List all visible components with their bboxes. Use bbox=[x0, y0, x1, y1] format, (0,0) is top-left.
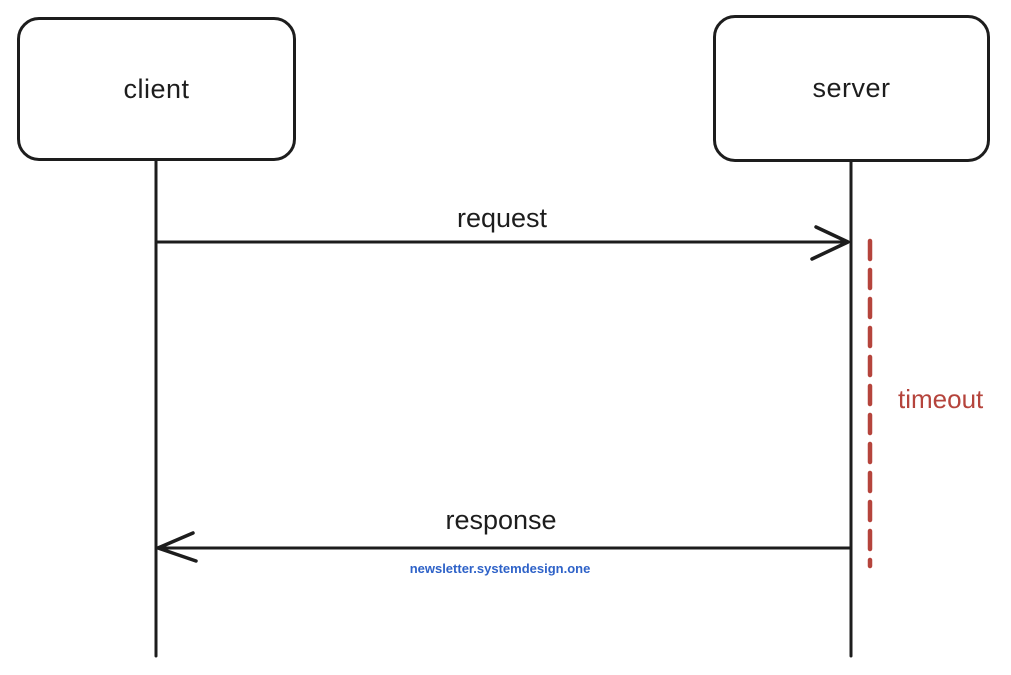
message-label-request: request bbox=[456, 203, 548, 233]
actor-label-client: client bbox=[123, 73, 190, 104]
timeout-annotation-label: timeout bbox=[898, 384, 984, 414]
message-label-response: response bbox=[445, 505, 557, 535]
actor-box-server: server bbox=[713, 15, 990, 162]
watermark-text: newsletter.systemdesign.one bbox=[409, 561, 591, 576]
actor-box-client: client bbox=[17, 17, 296, 161]
request-arrowhead-icon bbox=[810, 225, 850, 261]
response-arrowhead-icon bbox=[156, 531, 198, 563]
actor-label-server: server bbox=[812, 73, 891, 103]
